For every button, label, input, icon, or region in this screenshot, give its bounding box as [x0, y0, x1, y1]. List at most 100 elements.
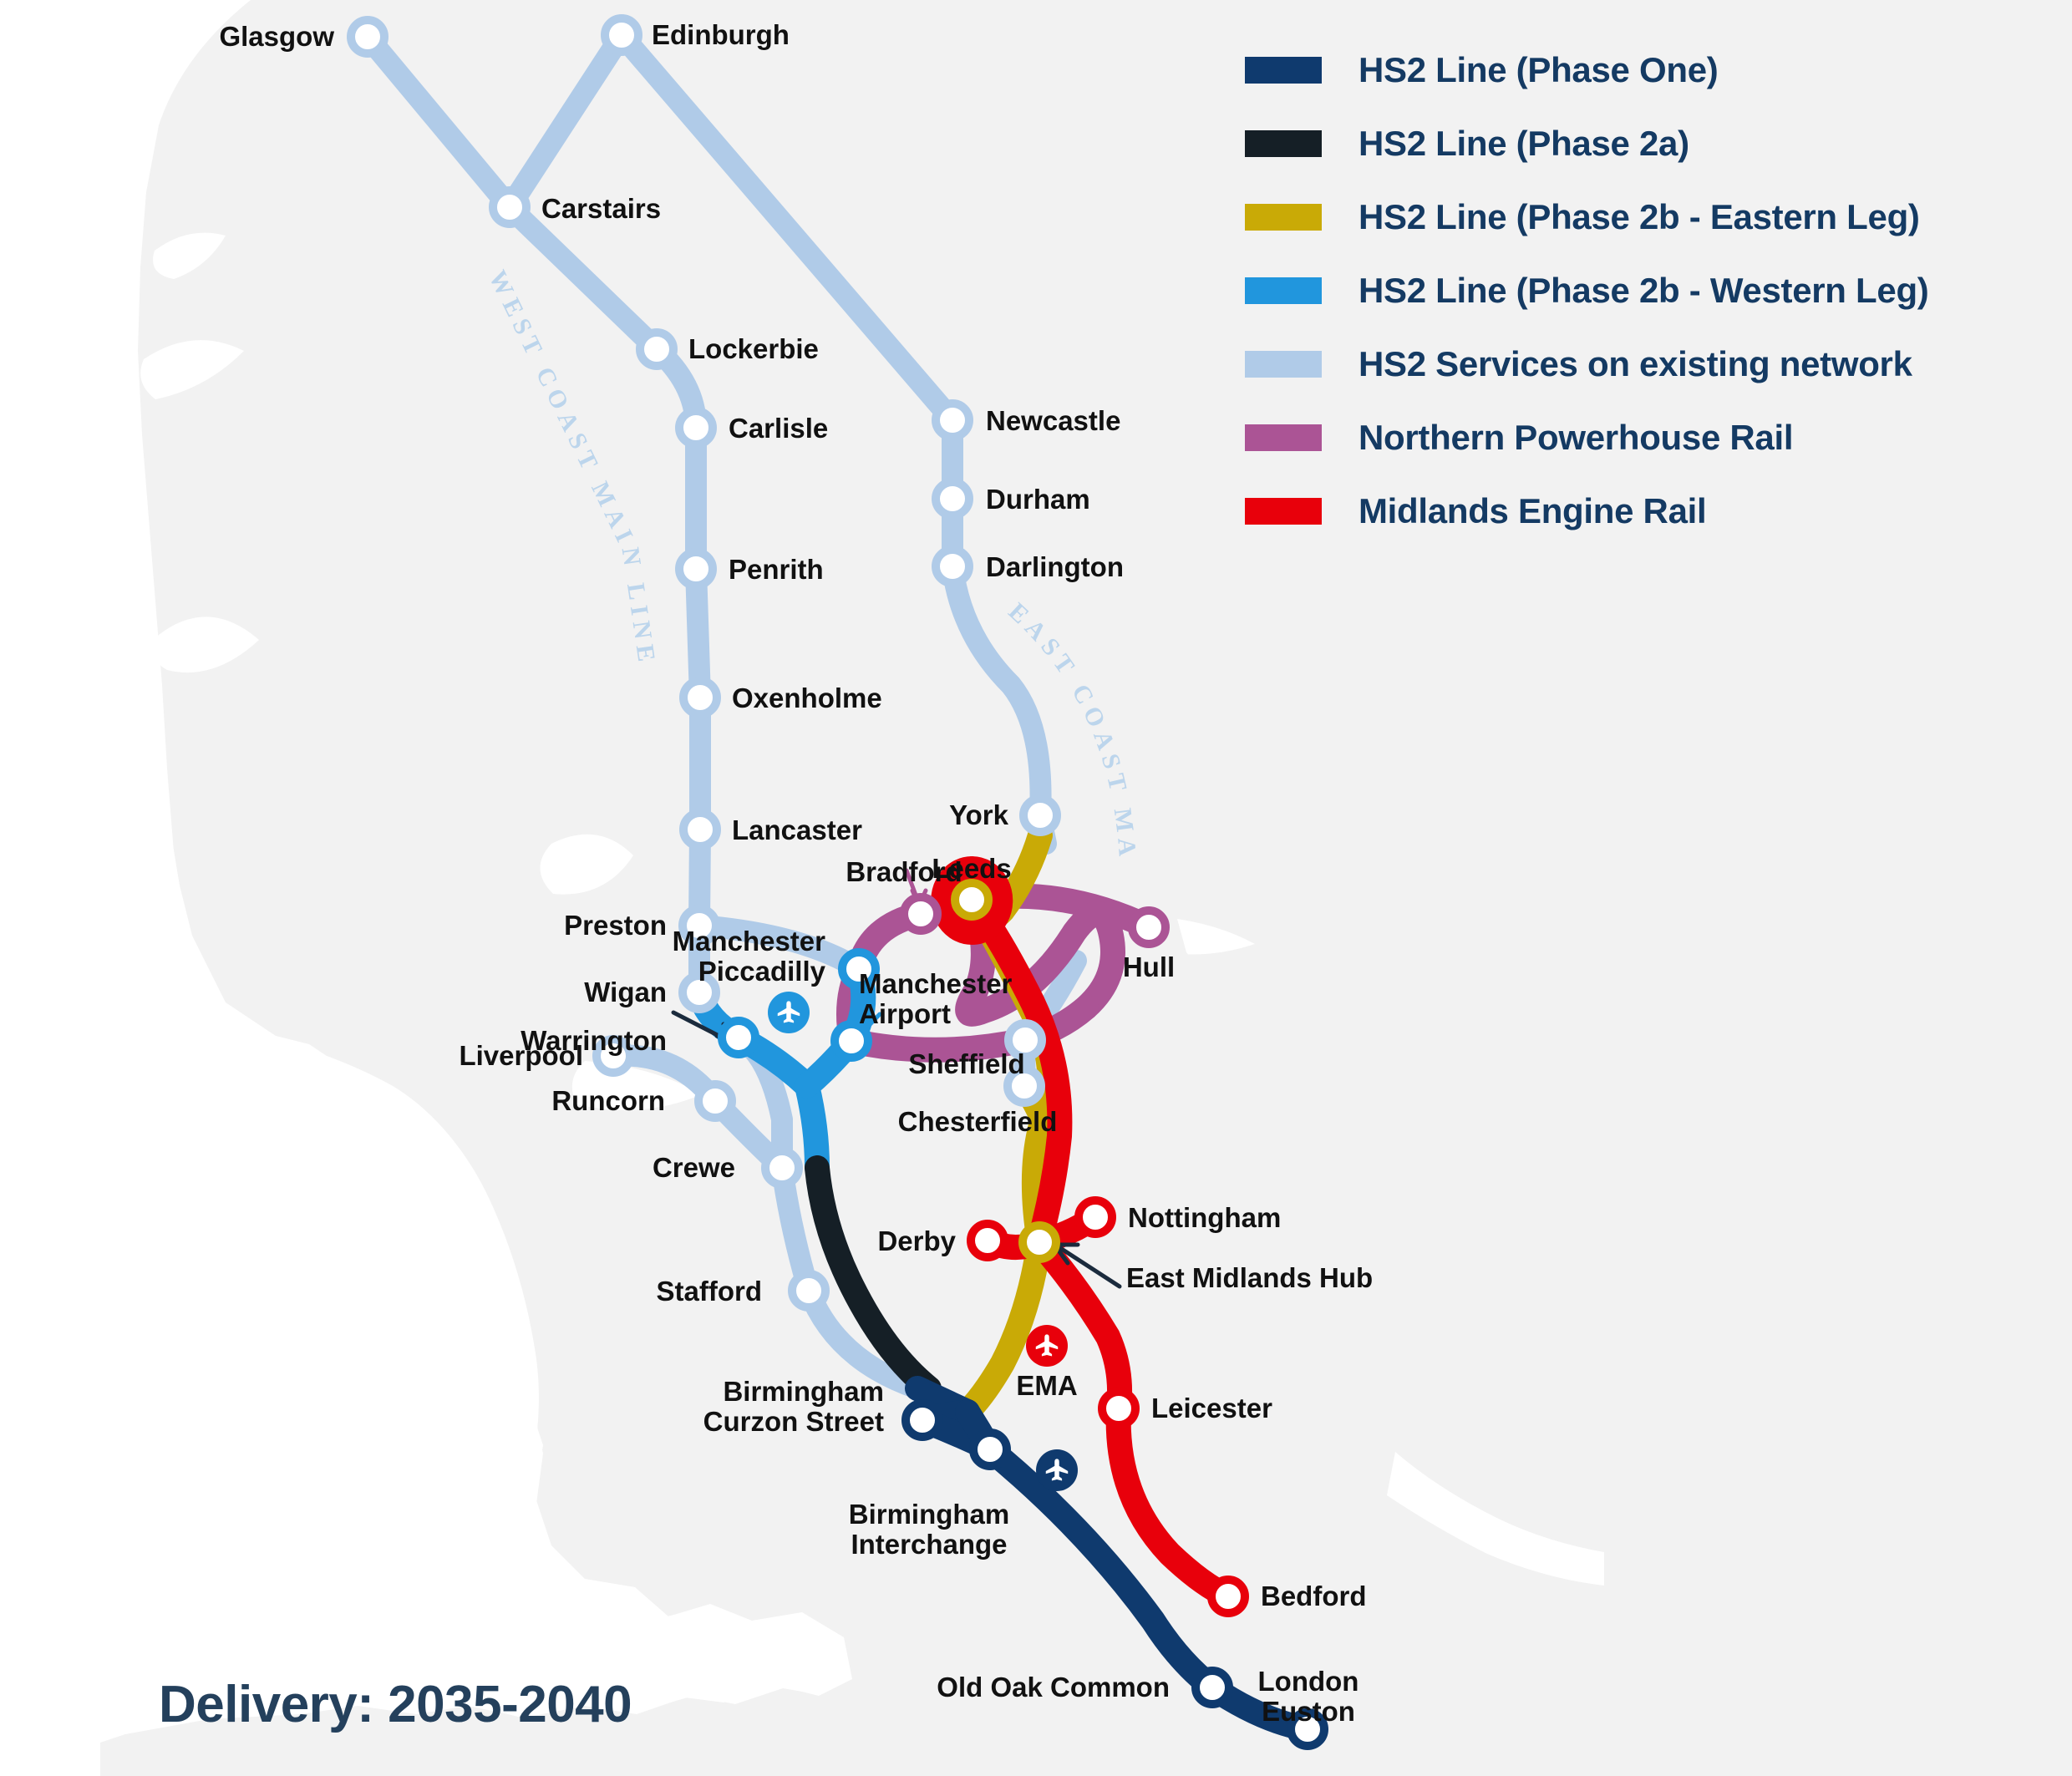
birmingham-airport-marker: [1036, 1449, 1078, 1491]
legend-swatch-midlands-engine: [1245, 498, 1322, 525]
station-label-penrith: Penrith: [729, 554, 824, 585]
station-node-manchester-airport[interactable]: [830, 1020, 872, 1062]
station-label-lancaster: Lancaster: [732, 814, 862, 845]
station-label-newcastle: Newcastle: [986, 405, 1121, 436]
legend-swatch-phase-2b-eastern: [1245, 204, 1322, 231]
station-label-edinburgh: Edinburgh: [652, 19, 790, 50]
station-node-carstairs[interactable]: [489, 186, 531, 228]
station-label-darlington: Darlington: [986, 551, 1124, 582]
station-node-leicester[interactable]: [1098, 1388, 1140, 1429]
station-label-york: York: [949, 799, 1008, 830]
station-label-glasgow: Glasgow: [219, 21, 334, 52]
station-node-derby[interactable]: [967, 1220, 1008, 1261]
station-label-east-midlands-hub: East Midlands Hub: [1126, 1262, 1374, 1293]
station-label-old-oak-common: Old Oak Common: [937, 1672, 1170, 1702]
station-node-leeds[interactable]: [951, 879, 993, 921]
airport-label-east-midlands-airport: EMA: [1016, 1370, 1078, 1401]
station-node-durham[interactable]: [932, 478, 973, 520]
station-node-bradford[interactable]: [900, 893, 942, 935]
station-node-group: [347, 14, 1328, 1750]
station-node-newcastle[interactable]: [932, 399, 973, 441]
station-label-bedford: Bedford: [1261, 1581, 1367, 1611]
station-node-bedford[interactable]: [1207, 1576, 1249, 1617]
legend-item-midlands-engine: Midlands Engine Rail: [1245, 474, 1997, 548]
station-label-carstairs: Carstairs: [541, 193, 662, 224]
station-node-runcorn[interactable]: [694, 1080, 736, 1122]
station-label-wigan: Wigan: [584, 977, 667, 1007]
station-node-lockerbie[interactable]: [636, 328, 678, 370]
station-node-birmingham-interchange[interactable]: [969, 1428, 1011, 1470]
legend-swatch-phase-one: [1245, 57, 1322, 84]
legend-label-midlands-engine: Midlands Engine Rail: [1358, 491, 1707, 530]
legend-item-phase-2a: HS2 Line (Phase 2a): [1245, 107, 1997, 180]
station-label-oxenholme: Oxenholme: [732, 682, 882, 713]
station-label-warrington: Warrington: [521, 1025, 667, 1056]
legend-label-npr: Northern Powerhouse Rail: [1358, 418, 1794, 457]
station-node-penrith[interactable]: [675, 548, 717, 590]
station-node-manchester-piccadilly[interactable]: [838, 948, 880, 990]
legend-item-existing-network: HS2 Services on existing network: [1245, 327, 1997, 401]
station-label-bradford: Bradford: [846, 856, 962, 887]
station-node-liverpool[interactable]: [592, 1035, 634, 1077]
station-node-east-midlands-hub[interactable]: [1018, 1221, 1060, 1263]
station-node-stafford[interactable]: [788, 1270, 830, 1312]
station-node-wigan[interactable]: [678, 972, 720, 1013]
legend-swatch-existing-network: [1245, 351, 1322, 378]
station-node-sheffield[interactable]: [1004, 1019, 1046, 1061]
station-node-old-oak-common[interactable]: [1191, 1667, 1233, 1708]
station-node-warrington[interactable]: [718, 1017, 759, 1058]
legend-label-phase-2b-western: HS2 Line (Phase 2b - Western Leg): [1358, 271, 1929, 310]
airport-markers: [768, 992, 1078, 1491]
legend: HS2 Line (Phase One) HS2 Line (Phase 2a)…: [1245, 33, 1997, 548]
legend-item-npr: Northern Powerhouse Rail: [1245, 401, 1997, 474]
station-label-runcorn: Runcorn: [551, 1085, 665, 1116]
station-node-oxenholme[interactable]: [679, 677, 721, 718]
legend-label-existing-network: HS2 Services on existing network: [1358, 344, 1912, 383]
station-node-york[interactable]: [1019, 794, 1061, 836]
station-node-lancaster[interactable]: [679, 809, 721, 850]
station-node-birmingham-curzon[interactable]: [901, 1399, 943, 1441]
station-label-durham: Durham: [986, 484, 1090, 515]
legend-item-phase-2b-eastern: HS2 Line (Phase 2b - Eastern Leg): [1245, 180, 1997, 254]
route-phase-2a: [805, 1155, 942, 1401]
station-node-preston[interactable]: [678, 905, 720, 946]
station-label-derby: Derby: [877, 1225, 956, 1256]
station-node-hull[interactable]: [1128, 906, 1170, 948]
legend-item-phase-one: HS2 Line (Phase One): [1245, 33, 1997, 107]
legend-label-phase-2b-eastern: HS2 Line (Phase 2b - Eastern Leg): [1358, 197, 1920, 236]
station-node-london-euston[interactable]: [1287, 1708, 1328, 1750]
station-label-crewe: Crewe: [652, 1152, 735, 1183]
station-label-hull: Hull: [1122, 951, 1176, 982]
legend-label-phase-2a: HS2 Line (Phase 2a): [1358, 124, 1689, 163]
station-node-darlington[interactable]: [932, 545, 973, 587]
legend-swatch-npr: [1245, 424, 1322, 451]
legend-item-phase-2b-western: HS2 Line (Phase 2b - Western Leg): [1245, 254, 1997, 327]
station-label-carlisle: Carlisle: [729, 413, 829, 444]
station-node-crewe[interactable]: [761, 1147, 803, 1189]
legend-swatch-phase-2a: [1245, 130, 1322, 157]
station-label-leicester: Leicester: [1151, 1393, 1272, 1423]
manchester-airport-marker: [768, 992, 810, 1033]
station-node-chesterfield[interactable]: [1003, 1065, 1045, 1107]
station-label-chesterfield: Chesterfield: [897, 1106, 1058, 1137]
station-node-glasgow[interactable]: [347, 16, 388, 58]
station-node-carlisle[interactable]: [675, 407, 717, 449]
station-node-nottingham[interactable]: [1074, 1196, 1116, 1238]
station-label-sheffield: Sheffield: [908, 1048, 1025, 1079]
station-label-liverpool: Liverpool: [459, 1040, 583, 1071]
station-label-leeds: Leeds: [932, 853, 1012, 884]
east-midlands-airport-marker: [1026, 1325, 1068, 1367]
station-label-stafford: Stafford: [656, 1276, 763, 1307]
station-label-lockerbie: Lockerbie: [688, 333, 819, 364]
legend-label-phase-one: HS2 Line (Phase One): [1358, 50, 1719, 89]
delivery-caption: Delivery: 2035-2040: [159, 1676, 632, 1733]
legend-swatch-phase-2b-western: [1245, 277, 1322, 304]
station-node-edinburgh[interactable]: [601, 14, 642, 56]
